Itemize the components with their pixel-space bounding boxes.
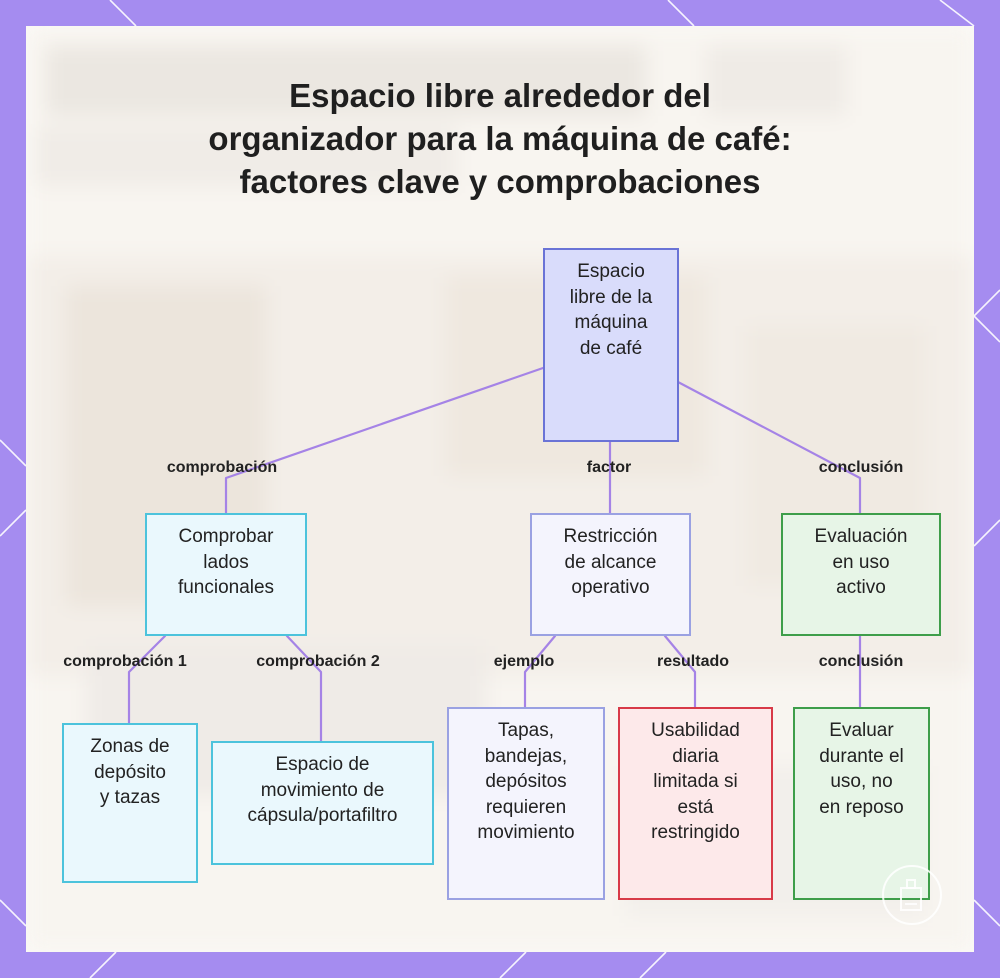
node-evaluacion-uso-activo: Evaluación en uso activo [781,513,941,636]
node-tapas-bandejas: Tapas, bandejas, depósitos requieren mov… [447,707,605,900]
edge-label-comprobacion-2: comprobación 2 [256,653,380,670]
edge-label-comprobacion: comprobación [166,459,278,476]
title-line: factores clave y comprobaciones [239,163,761,200]
edge-label-conclusion-2: conclusión [818,653,904,670]
title-line: Espacio libre alrededor del [289,77,711,114]
node-espacio-libre: Espacio libre de la máquina de café [543,248,679,442]
edge-label-resultado: resultado [656,653,730,670]
edge-label-conclusion: conclusión [818,459,904,476]
edge-label-ejemplo: ejemplo [493,653,555,670]
edge-reach-lids [523,634,557,709]
node-evaluar-durante-uso: Evaluar durante el uso, no en reposo [793,707,930,900]
edge-label-factor: factor [586,459,632,476]
edge-reach-usability [663,634,697,709]
watermark-logo-icon [882,865,942,925]
node-restriccion-alcance: Restricción de alcance operativo [530,513,691,636]
node-zonas-deposito: Zonas de depósito y tazas [62,723,198,883]
edge-check-zones [127,634,167,725]
node-espacio-movimiento: Espacio de movimiento de cápsula/portafi… [211,741,434,865]
node-usabilidad-diaria: Usabilidad diaria limitada si está restr… [618,707,773,900]
edge-label-comprobacion-1: comprobación 1 [63,653,187,670]
node-comprobar-lados: Comprobar lados funcionales [145,513,307,636]
edge-root-active-use [676,380,862,515]
edge-root-check-sides [224,366,545,515]
edge-check-capsule [285,634,323,743]
page-title: Espacio libre alrededor del organizador … [26,74,974,203]
title-line: organizador para la máquina de café: [208,120,792,157]
